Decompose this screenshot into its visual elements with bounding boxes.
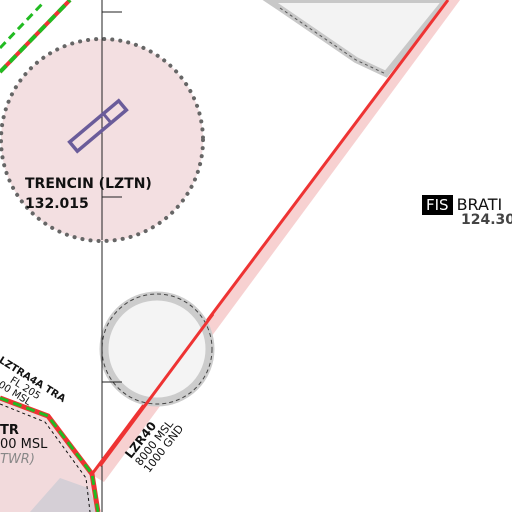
aerodrome-frequency: 132.015: [25, 196, 89, 212]
ctr-boundary-top-green: [0, 0, 72, 74]
ctr-boundary-lower-inner: [0, 403, 91, 512]
ctr-name: TR: [0, 423, 19, 438]
ctr-area-shade: [30, 478, 100, 512]
reporting-circle-fill[interactable]: [99, 291, 215, 407]
ctr-area-fill: [0, 396, 100, 512]
runway-symbol-icon[interactable]: [67, 98, 129, 154]
reporting-circle-boundary: [101, 293, 213, 405]
ctr-label: TR 00 MSL TWR): [0, 423, 48, 467]
fis-frequency: 124.30: [461, 212, 512, 228]
ctr-upper: 00 MSL: [0, 437, 48, 453]
upper-grey-area-boundary: [279, 7, 387, 75]
ctr-boundary-top-inner: [0, 2, 44, 50]
ctr-unit: TWR): [0, 451, 35, 467]
fis-badge: FIS: [422, 195, 453, 215]
restricted-area-border-overlay: [98, 313, 215, 467]
fis-name: BRATI: [456, 195, 503, 214]
fis-label: FIS BRATI: [422, 195, 502, 215]
aerodrome-name: TRENCIN (LZTN): [25, 176, 152, 192]
ctr-boundary-lower-green: [0, 396, 100, 512]
